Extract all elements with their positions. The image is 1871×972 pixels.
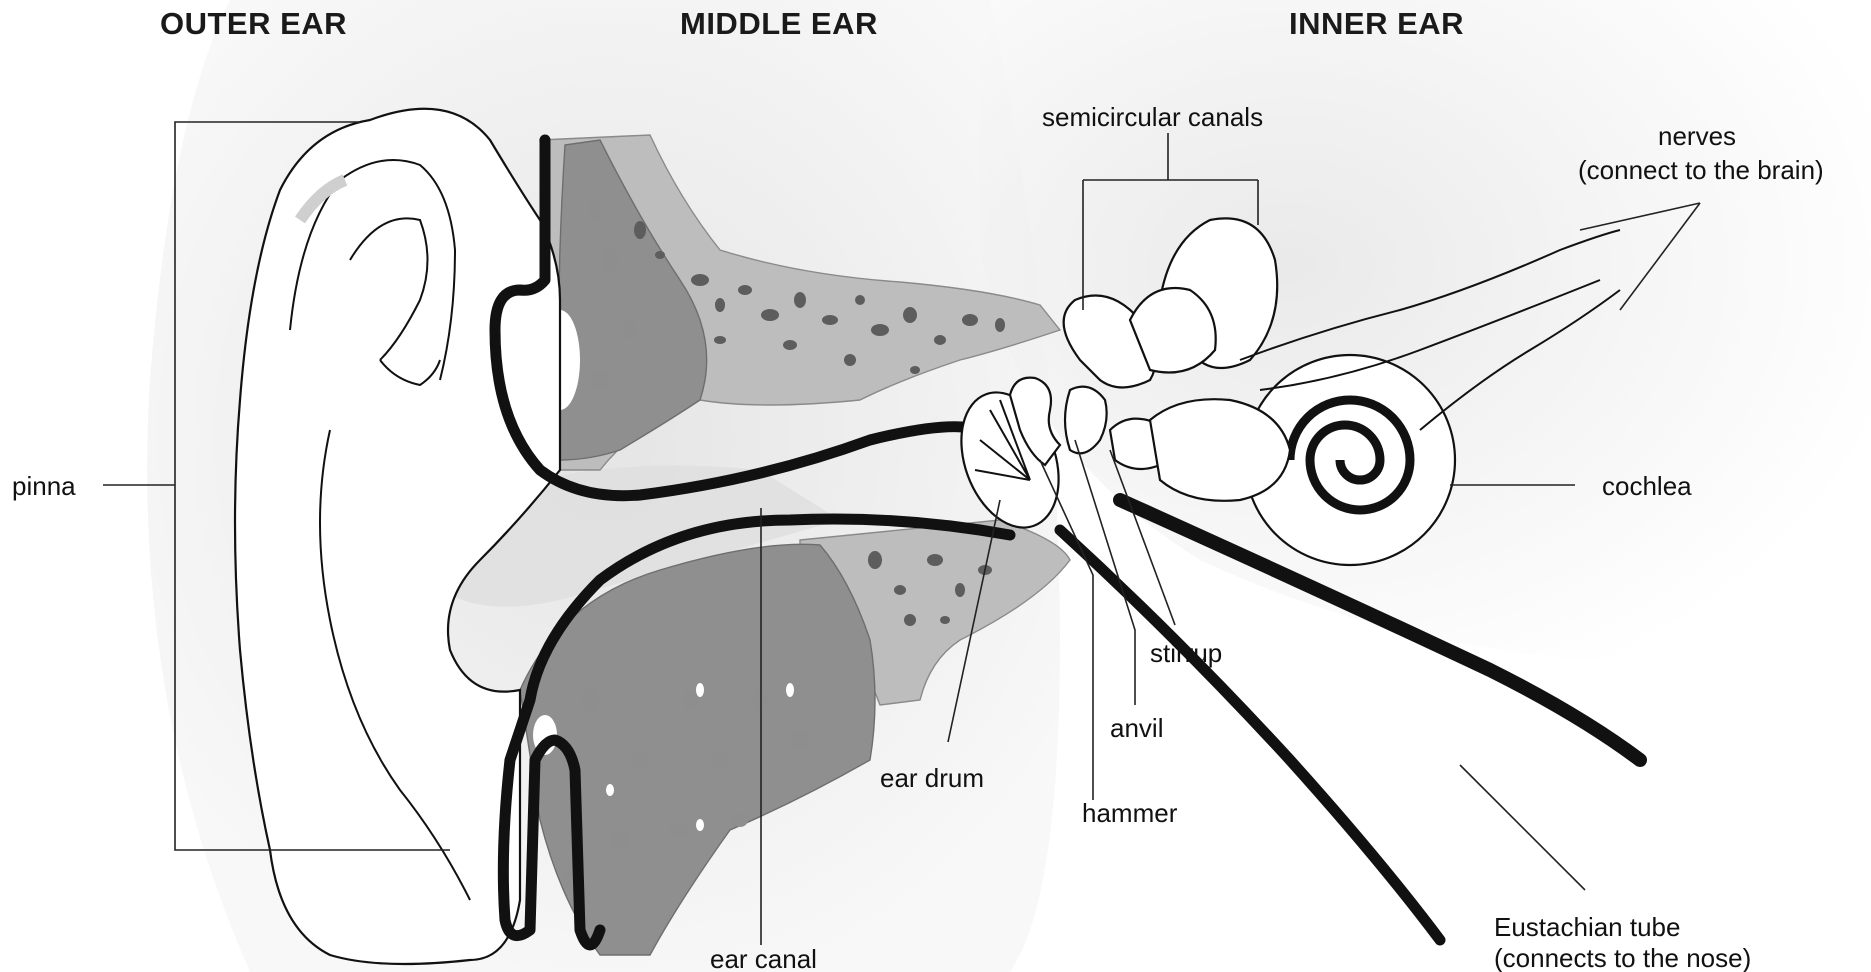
outer-ear-title: OUTER EAR [160,6,347,41]
label-hammer: hammer [1082,798,1178,828]
label-nerves: nerves [1658,121,1736,151]
label-eustachian-note: (connects to the nose) [1494,943,1751,972]
label-stirrup: stirrup [1150,638,1222,668]
label-anvil: anvil [1110,713,1163,743]
label-eustachian-tube: Eustachian tube [1494,912,1680,942]
inner-ear-title: INNER EAR [1289,6,1464,41]
middle-ear-title: MIDDLE EAR [680,6,878,41]
label-pinna: pinna [12,471,76,501]
label-ear-canal: ear canal [710,944,817,972]
label-ear-drum: ear drum [880,763,984,793]
label-cochlea: cochlea [1602,471,1692,501]
label-nerves-note: (connect to the brain) [1578,155,1824,185]
label-semicircular-canals: semicircular canals [1042,102,1263,132]
